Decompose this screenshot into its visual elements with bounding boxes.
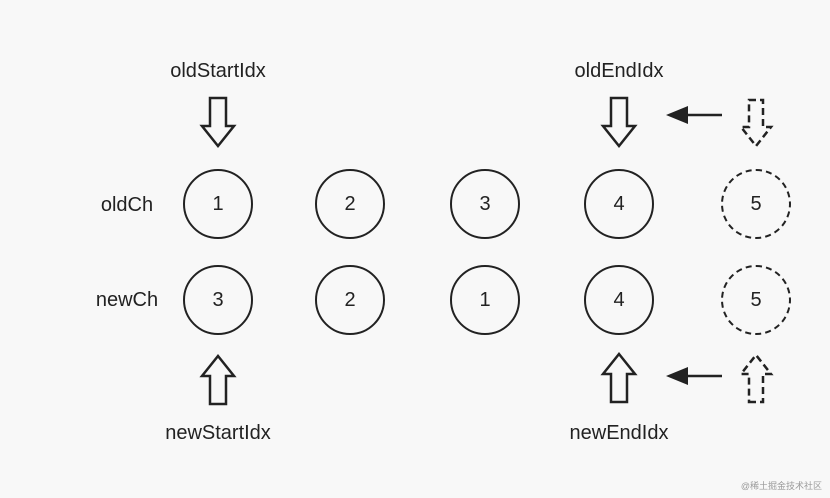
old-ch-node-3: 3	[450, 169, 520, 239]
new-ch-row-label: newCh	[95, 289, 159, 311]
old-ch-node-1: 1	[183, 169, 253, 239]
new-ch-node-5: 5	[721, 265, 791, 335]
old-start-idx-arrow-icon	[199, 96, 237, 149]
new-ch-node-4: 4	[584, 265, 654, 335]
old-ch-node-2: 2	[315, 169, 385, 239]
move-left-arrow-bottom-icon	[666, 367, 722, 385]
new-ch-node-3: 1	[450, 265, 520, 335]
old-ch-node-5: 5	[721, 169, 791, 239]
new-start-idx-label: newStartIdx	[165, 422, 271, 444]
move-left-arrow-top-icon	[666, 106, 722, 124]
old-ch-row-label: oldCh	[100, 194, 154, 216]
old-end-idx-label: oldEndIdx	[574, 60, 664, 82]
new-ch-node-1: 3	[183, 265, 253, 335]
old-start-idx-label: oldStartIdx	[170, 60, 266, 82]
new-end-idx-label: newEndIdx	[569, 422, 669, 444]
old-end-idx-arrow-icon	[600, 96, 638, 149]
moving-old-end-dashed-arrow-icon	[738, 98, 774, 149]
watermark: @稀土掘金技术社区	[740, 481, 822, 491]
old-ch-node-4: 4	[584, 169, 654, 239]
new-ch-node-2: 2	[315, 265, 385, 335]
moving-new-end-dashed-arrow-icon	[738, 352, 774, 404]
new-start-idx-arrow-icon	[199, 353, 237, 406]
new-end-idx-arrow-icon	[600, 351, 638, 404]
